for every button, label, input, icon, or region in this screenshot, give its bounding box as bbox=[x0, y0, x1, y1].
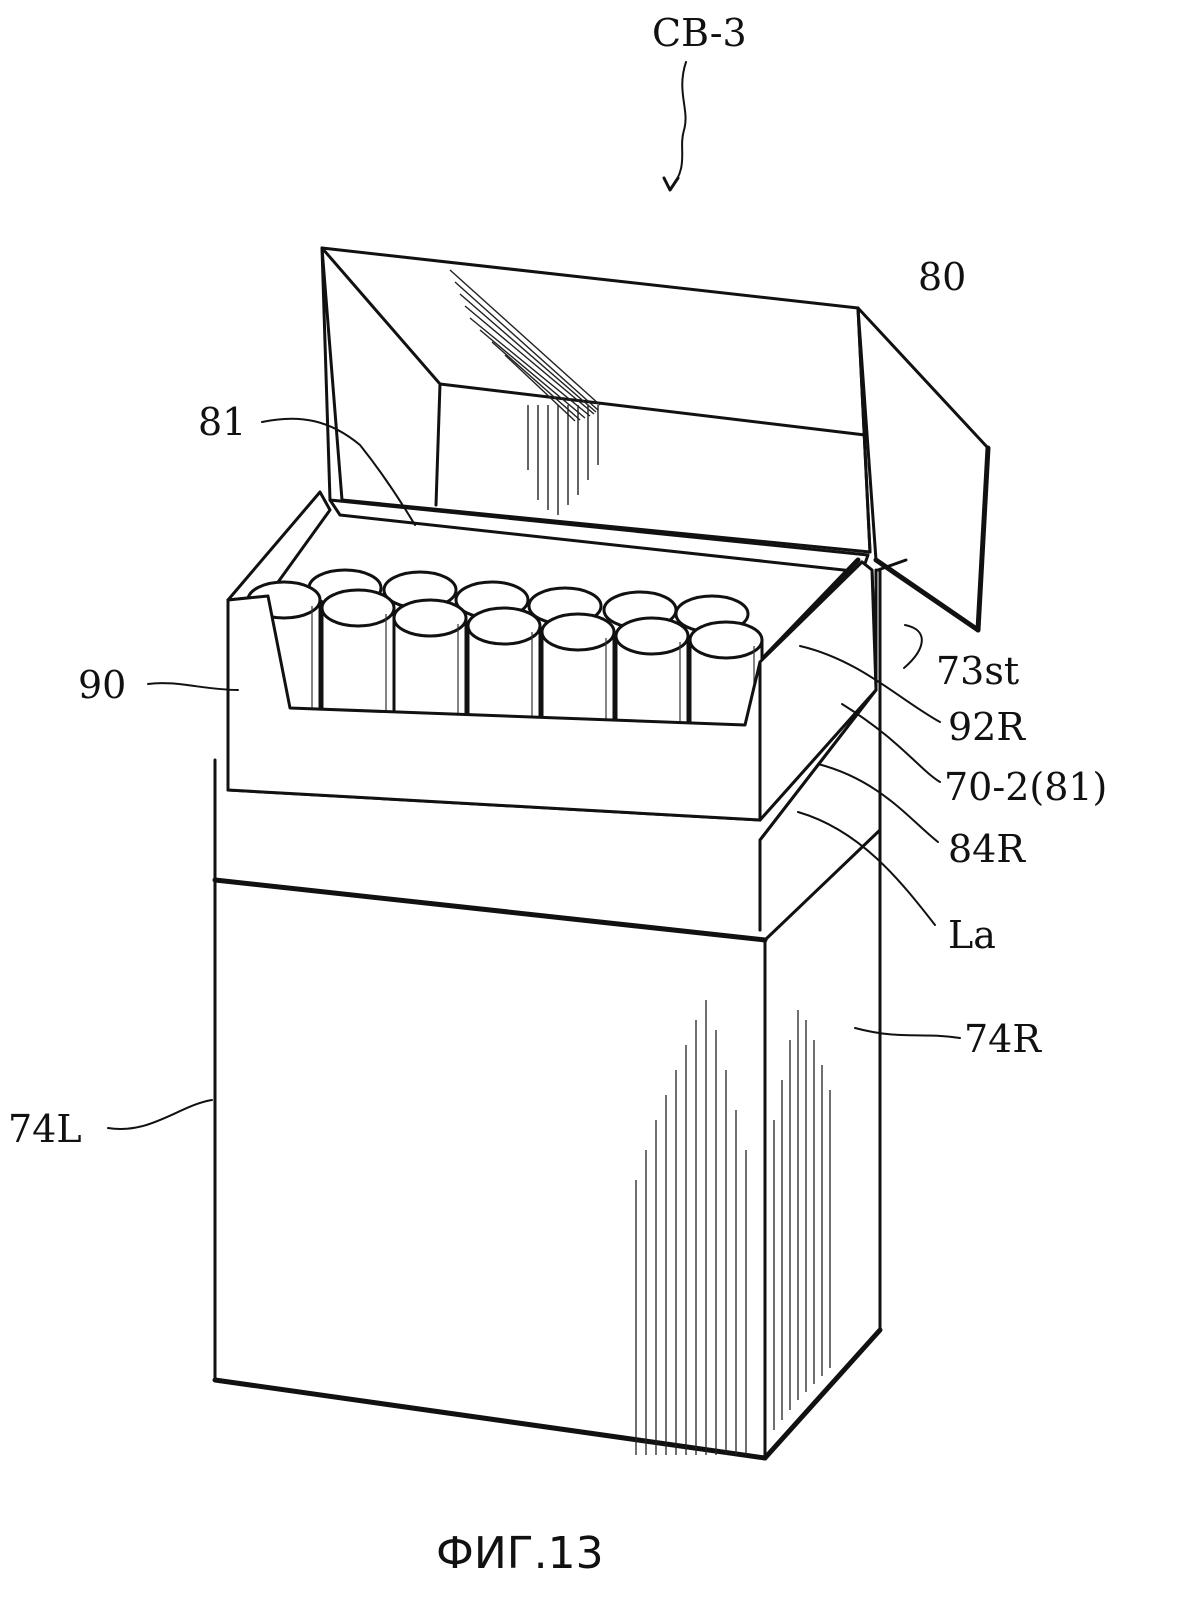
front-hatching bbox=[635, 1000, 747, 1455]
label-flap-part-70-2: 70-2(81) bbox=[944, 765, 1108, 809]
label-lid-80: 80 bbox=[918, 255, 967, 299]
leader-74L bbox=[107, 1099, 213, 1131]
label-right-side-panel-74R: 74R bbox=[964, 1017, 1041, 1061]
leader-La bbox=[797, 811, 936, 926]
side-hatching bbox=[773, 1010, 831, 1430]
figure-caption: ФИГ.13 bbox=[436, 1528, 604, 1579]
lid-hatching bbox=[449, 269, 601, 515]
leader-92R bbox=[799, 645, 941, 723]
label-inner-pack-90: 90 bbox=[78, 663, 127, 707]
lid-inner-edge bbox=[434, 382, 442, 507]
leader-70-2 bbox=[841, 703, 941, 783]
label-inner-frame-81: 81 bbox=[198, 400, 247, 444]
leader-73st bbox=[903, 624, 923, 669]
label-lid-side-flap-84R: 84R bbox=[948, 827, 1025, 871]
label-stopper-73st: 73st bbox=[936, 649, 1020, 693]
leader-81 bbox=[261, 417, 416, 526]
leader-84R bbox=[817, 763, 939, 843]
leader-74R bbox=[854, 1027, 961, 1039]
leader-lines bbox=[107, 61, 961, 1131]
lid-80 bbox=[320, 246, 991, 633]
inner-pack-right-overlay bbox=[758, 560, 878, 822]
inner-pack-front-overlay bbox=[226, 594, 762, 822]
label-fold-line-La: La bbox=[948, 913, 996, 957]
leader-CB-3-arrow bbox=[662, 176, 680, 192]
leader-90 bbox=[147, 682, 239, 691]
leader-CB-3 bbox=[669, 61, 687, 191]
label-left-side-panel-74L: 74L bbox=[8, 1107, 82, 1151]
front-panel-74L bbox=[213, 878, 767, 1460]
label-right-flap-92R: 92R bbox=[948, 705, 1025, 749]
outer-box bbox=[212, 568, 883, 1461]
label-assembly-CB-3: CB-3 bbox=[652, 11, 747, 55]
